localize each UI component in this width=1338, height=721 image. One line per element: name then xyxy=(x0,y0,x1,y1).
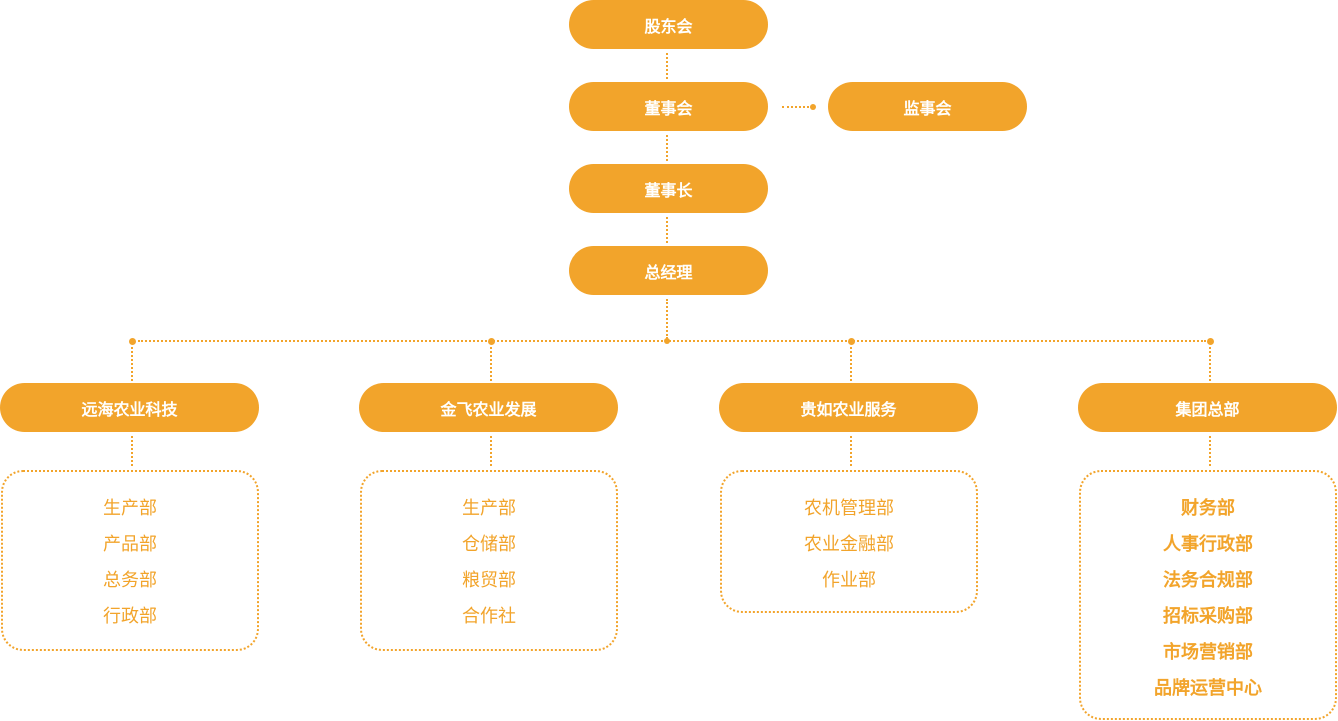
connector-bus-branch-4 xyxy=(1209,347,1211,381)
department-item[interactable]: 品牌运营中心 xyxy=(1154,678,1262,699)
department-item[interactable]: 生产部 xyxy=(103,498,157,519)
department-item[interactable]: 作业部 xyxy=(822,570,876,591)
branch-label: 集团总部 xyxy=(1175,399,1240,419)
connector-gm-bus xyxy=(666,299,668,339)
department-item[interactable]: 农机管理部 xyxy=(804,498,894,519)
connector-dot-supervisory xyxy=(810,104,816,110)
connector-shareholders-board xyxy=(666,53,668,79)
department-item[interactable]: 农业金融部 xyxy=(804,534,894,555)
department-item[interactable]: 产品部 xyxy=(103,534,157,555)
node-general-manager[interactable]: 总经理 xyxy=(569,246,768,295)
branch-jinfei-agri-development[interactable]: 金飞农业发展 xyxy=(359,383,618,432)
connector-bus-branch-3 xyxy=(850,347,852,381)
bus-dot-branch-4 xyxy=(1207,338,1214,345)
branch-label: 金飞农业发展 xyxy=(440,399,537,419)
departments-panel-jinfei: 生产部 仓储部 粮贸部 合作社 xyxy=(360,470,618,651)
bus-dot-center xyxy=(664,338,670,344)
node-chairman[interactable]: 董事长 xyxy=(569,164,768,213)
department-item[interactable]: 招标采购部 xyxy=(1163,606,1253,627)
connector-branch-3-panel xyxy=(850,436,852,466)
node-label: 总经理 xyxy=(644,262,693,282)
node-label: 股东会 xyxy=(644,16,693,36)
branch-label: 贵如农业服务 xyxy=(800,399,897,419)
node-label: 董事长 xyxy=(644,180,693,200)
connector-branch-2-panel xyxy=(490,436,492,466)
bus-dot-branch-1 xyxy=(129,338,136,345)
connector-branch-1-panel xyxy=(131,436,133,466)
node-label: 董事会 xyxy=(644,98,693,118)
department-item[interactable]: 仓储部 xyxy=(462,534,516,555)
node-label: 监事会 xyxy=(903,98,952,118)
node-supervisory-board[interactable]: 监事会 xyxy=(828,82,1027,131)
department-item[interactable]: 法务合规部 xyxy=(1163,570,1253,591)
branch-yuanhai-agri-tech[interactable]: 远海农业科技 xyxy=(0,383,259,432)
branch-bus-line xyxy=(138,340,1206,342)
branch-guiru-agri-services[interactable]: 贵如农业服务 xyxy=(719,383,978,432)
departments-panel-yuanhai: 生产部 产品部 总务部 行政部 xyxy=(1,470,259,651)
departments-panel-headquarters: 财务部 人事行政部 法务合规部 招标采购部 市场营销部 品牌运营中心 xyxy=(1079,470,1337,720)
node-shareholders-meeting[interactable]: 股东会 xyxy=(569,0,768,49)
branch-group-headquarters[interactable]: 集团总部 xyxy=(1078,383,1337,432)
connector-chairman-gm xyxy=(666,217,668,243)
department-item[interactable]: 人事行政部 xyxy=(1163,534,1253,555)
department-item[interactable]: 行政部 xyxy=(103,606,157,627)
connector-bus-branch-2 xyxy=(490,347,492,381)
connector-bus-branch-1 xyxy=(131,347,133,381)
connector-board-chairman xyxy=(666,135,668,161)
department-item[interactable]: 合作社 xyxy=(462,606,516,627)
bus-dot-branch-2 xyxy=(488,338,495,345)
department-item[interactable]: 财务部 xyxy=(1181,498,1235,519)
department-item[interactable]: 市场营销部 xyxy=(1163,642,1253,663)
connector-board-supervisory xyxy=(782,106,809,108)
bus-dot-branch-3 xyxy=(848,338,855,345)
node-board-of-directors[interactable]: 董事会 xyxy=(569,82,768,131)
department-item[interactable]: 总务部 xyxy=(103,570,157,591)
department-item[interactable]: 粮贸部 xyxy=(462,570,516,591)
branch-label: 远海农业科技 xyxy=(81,399,178,419)
departments-panel-guiru: 农机管理部 农业金融部 作业部 xyxy=(720,470,978,613)
connector-branch-4-panel xyxy=(1209,436,1211,466)
department-item[interactable]: 生产部 xyxy=(462,498,516,519)
